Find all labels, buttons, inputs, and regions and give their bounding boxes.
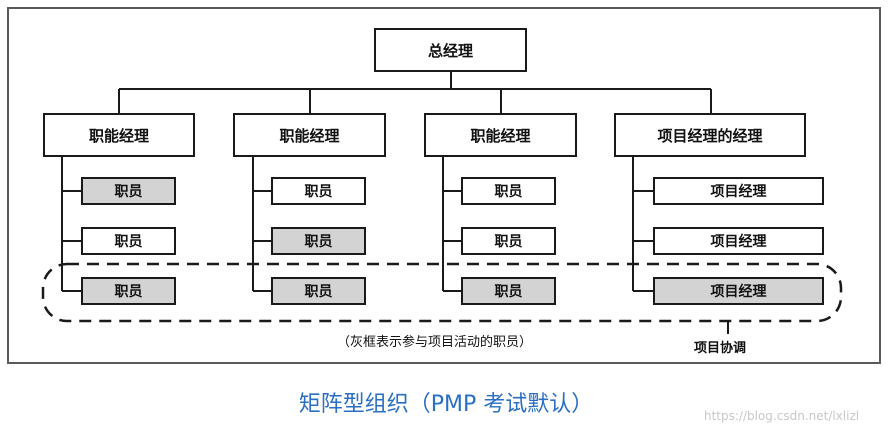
column-1-header: 职能经理 xyxy=(43,113,195,157)
column-2-staff-3: 职员 xyxy=(271,277,366,305)
caption-title: 矩阵型组织（PMP 考试默认） xyxy=(298,392,594,417)
column-2-header: 职能经理 xyxy=(233,113,386,157)
column-1-staff-1: 职员 xyxy=(81,177,176,205)
watermark: https://blog.csdn.net/lxlizl xyxy=(704,409,860,423)
legend-note: （灰框表示参与项目活动的职员） xyxy=(337,335,533,350)
column-4-header: 项目经理的经理 xyxy=(614,113,806,157)
column-1-staff-3: 职员 xyxy=(81,277,176,305)
project-dashed-boundary xyxy=(41,262,843,323)
column-2-staff-2: 职员 xyxy=(271,227,366,255)
column-3-staff-3: 职员 xyxy=(461,277,556,305)
general-manager-box: 总经理 xyxy=(374,28,527,72)
column-2-staff-1: 职员 xyxy=(271,177,366,205)
column-3-staff-2: 职员 xyxy=(461,227,556,255)
column-4-staff-3: 项目经理 xyxy=(653,277,824,305)
column-3-header: 职能经理 xyxy=(424,113,577,157)
column-1-staff-2: 职员 xyxy=(81,227,176,255)
coordination-label: 项目协调 xyxy=(694,341,747,356)
column-3-staff-1: 职员 xyxy=(461,177,556,205)
column-4-staff-2: 项目经理 xyxy=(653,227,824,255)
column-4-staff-1: 项目经理 xyxy=(653,177,824,205)
